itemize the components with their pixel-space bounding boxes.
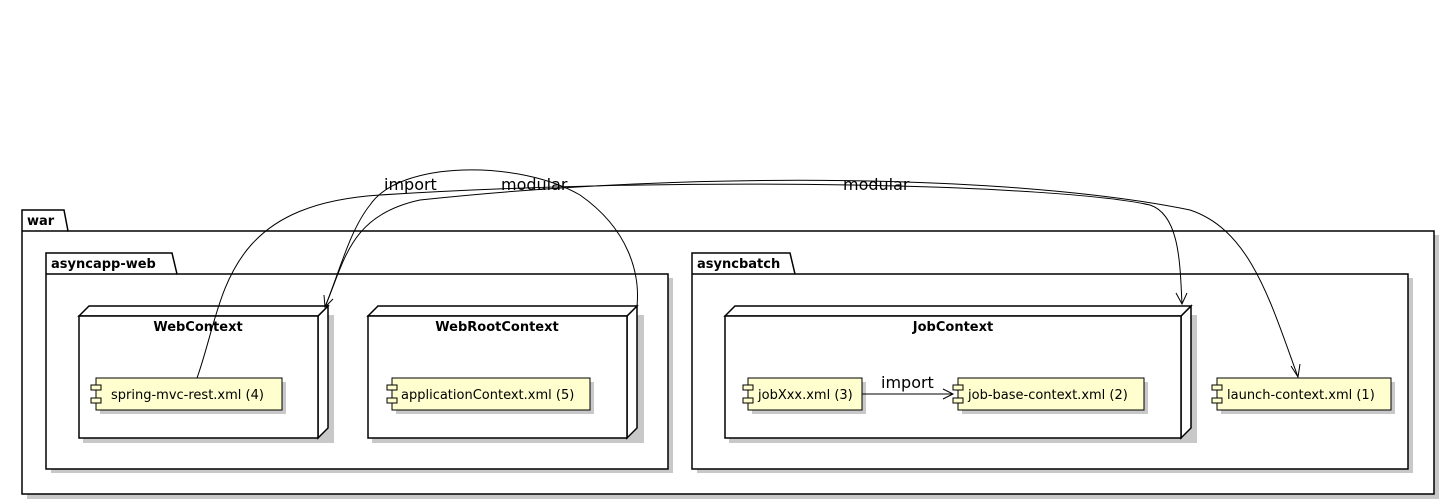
component-spring-mvc-rest-label: spring-mvc-rest.xml (4) bbox=[111, 388, 264, 403]
component-job-base-context-label: job-base-context.xml (2) bbox=[967, 388, 1128, 403]
package-war-label: war bbox=[27, 214, 55, 229]
edge-label-import-batch: import bbox=[881, 373, 934, 392]
package-asyncapp-web-label: asyncapp-web bbox=[51, 257, 156, 272]
node-web-root-context-title: WebRootContext bbox=[435, 320, 558, 335]
node-web-root-context[interactable]: WebRootContext bbox=[366, 304, 644, 443]
edge-import-batch[interactable] bbox=[862, 388, 955, 400]
edge-label-import-web: import bbox=[384, 175, 437, 194]
node-job-context[interactable]: JobContext bbox=[723, 304, 1197, 443]
component-spring-mvc-rest[interactable]: spring-mvc-rest.xml (4) bbox=[90, 377, 286, 414]
node-web-context-title: WebContext bbox=[153, 320, 242, 335]
component-job-xxx-label: jobXxx.xml (3) bbox=[757, 388, 853, 403]
component-job-xxx[interactable]: jobXxx.xml (3) bbox=[742, 377, 866, 414]
component-launch-context[interactable]: launch-context.xml (1) bbox=[1211, 377, 1395, 414]
package-asyncbatch-label: asyncbatch bbox=[697, 257, 780, 272]
component-application-context[interactable]: applicationContext.xml (5) bbox=[386, 377, 594, 414]
edge-modular-batch[interactable] bbox=[324, 179, 1301, 379]
edge-label-modular-batch: modular bbox=[843, 175, 910, 194]
node-job-context-title: JobContext bbox=[912, 320, 993, 335]
component-launch-context-label: launch-context.xml (1) bbox=[1227, 388, 1375, 403]
edge-import-web[interactable] bbox=[196, 183, 1188, 379]
component-job-base-context[interactable]: job-base-context.xml (2) bbox=[952, 377, 1148, 414]
edge-label-modular-web: modular bbox=[501, 175, 568, 194]
component-application-context-label: applicationContext.xml (5) bbox=[401, 388, 574, 403]
node-web-context[interactable]: WebContext bbox=[77, 304, 334, 443]
